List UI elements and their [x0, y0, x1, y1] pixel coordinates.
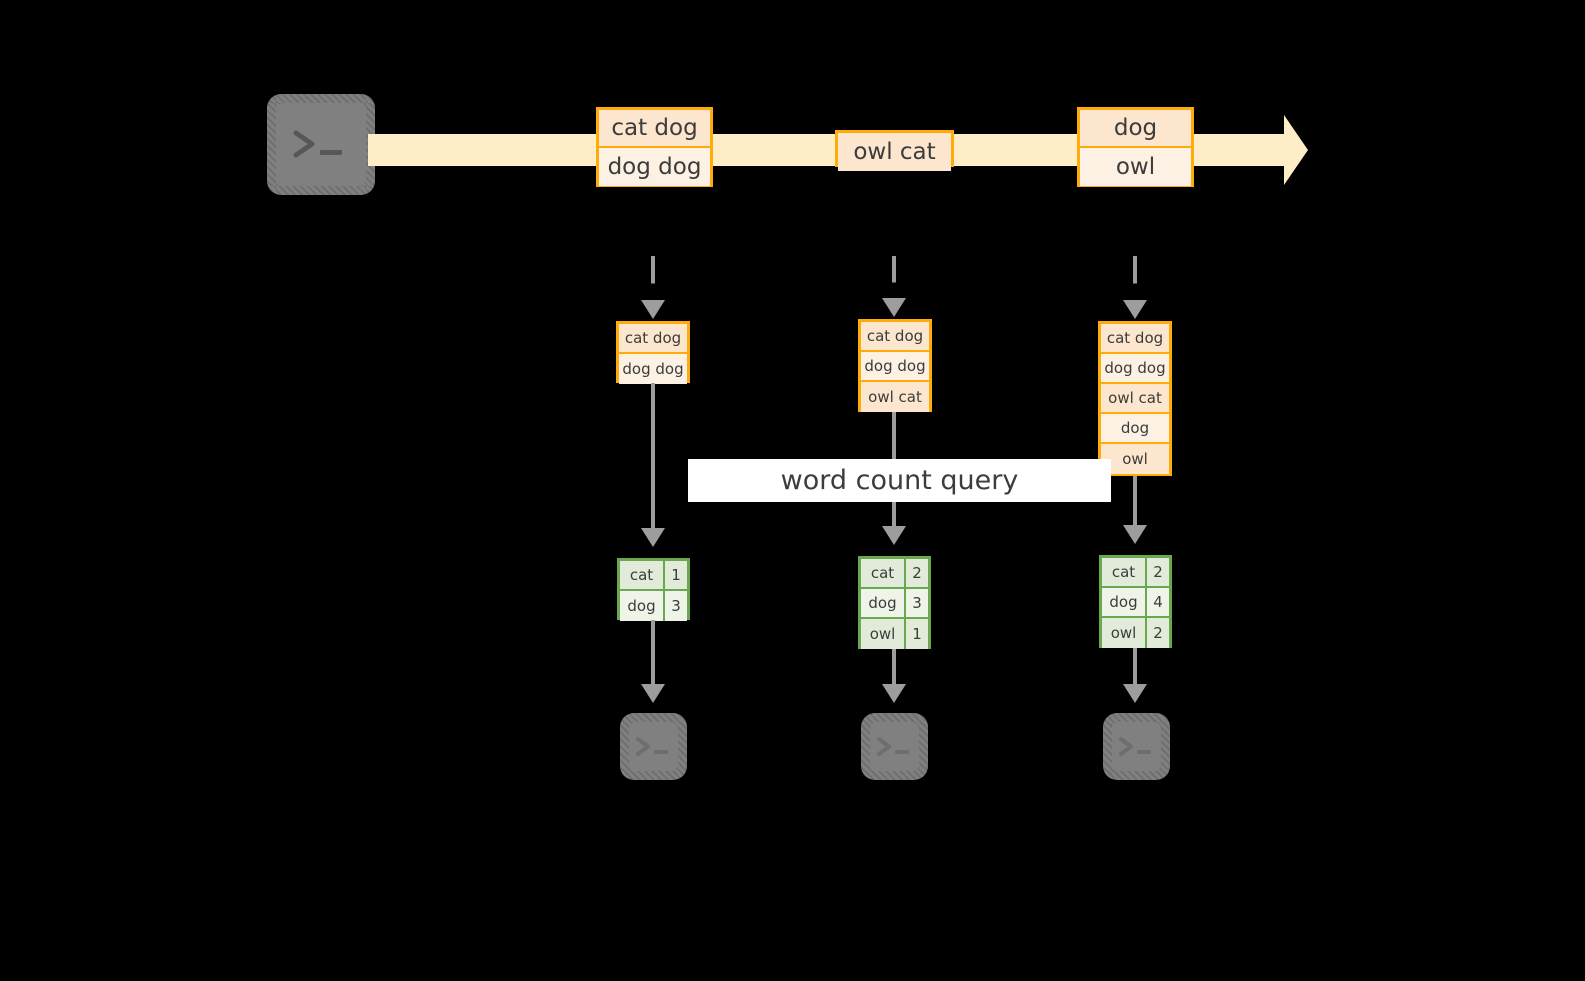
pipeline-1-sink-terminal-icon[interactable] — [620, 713, 687, 780]
result-word: owl — [861, 619, 906, 649]
stream-arrow-head-icon — [1284, 115, 1308, 185]
query-label: word count query — [688, 459, 1111, 502]
result-word: cat — [620, 561, 665, 589]
stream-source-terminal-icon[interactable] — [267, 94, 375, 195]
pipeline-3-input-table[interactable]: cat dog dog dog owl cat dog owl — [1098, 321, 1172, 476]
terminal-body — [1112, 722, 1161, 771]
pipeline-2-feed-arrow-icon — [882, 298, 906, 317]
terminal-prompt-icon — [1112, 722, 1161, 771]
pipeline-1-feed-line — [651, 256, 655, 302]
terminal-body — [629, 722, 678, 771]
pipeline-1-input-record: cat dog — [619, 324, 687, 354]
result-count: 2 — [1147, 558, 1169, 586]
terminal-body — [870, 722, 919, 771]
pipeline-2-sink-arrow-icon — [882, 684, 906, 703]
pipeline-2-input-table[interactable]: cat dog dog dog owl cat — [858, 319, 932, 412]
pipeline-1-feed-arrow-icon — [641, 300, 665, 319]
pipeline-3-query-arrow-icon — [1123, 525, 1147, 544]
pipeline-3-query-line — [1133, 476, 1137, 529]
terminal-prompt-icon — [276, 103, 366, 186]
result-count: 1 — [906, 619, 928, 649]
stream-record: dog — [1080, 110, 1191, 148]
result-row: owl 2 — [1102, 618, 1169, 648]
terminal-body — [276, 103, 366, 186]
pipeline-3-input-record: cat dog — [1101, 324, 1169, 354]
pipeline-1-query-line — [651, 383, 655, 531]
pipeline-3-input-record: owl — [1101, 444, 1169, 474]
pipeline-2-result-table[interactable]: cat 2 dog 3 owl 1 — [858, 556, 931, 649]
pipeline-1-input-record: dog dog — [619, 354, 687, 384]
pipeline-3-sink-terminal-icon[interactable] — [1103, 713, 1170, 780]
pipeline-2-sink-terminal-icon[interactable] — [861, 713, 928, 780]
stream-record: owl cat — [838, 133, 951, 171]
pipeline-3-input-record: owl cat — [1101, 384, 1169, 414]
pipeline-2-input-record: owl cat — [861, 382, 929, 412]
pipeline-2-input-record: dog dog — [861, 352, 929, 382]
pipeline-3-sink-line — [1133, 648, 1137, 687]
pipeline-3-feed-arrow-icon — [1123, 300, 1147, 319]
pipeline-1-input-table[interactable]: cat dog dog dog — [616, 321, 690, 384]
result-row: cat 2 — [1102, 558, 1169, 588]
pipeline-3-input-record: dog dog — [1101, 354, 1169, 384]
result-word: dog — [620, 591, 665, 621]
pipeline-1-result-table[interactable]: cat 1 dog 3 — [617, 558, 690, 621]
result-word: owl — [1102, 618, 1147, 648]
result-count: 3 — [665, 591, 687, 621]
result-count: 1 — [665, 561, 687, 589]
pipeline-3-input-record: dog — [1101, 414, 1169, 444]
stream-group-1[interactable]: cat dog dog dog — [596, 107, 713, 187]
result-word: dog — [861, 589, 906, 617]
result-row: cat 1 — [620, 561, 687, 591]
stream-group-2[interactable]: owl cat — [835, 130, 954, 171]
result-row: dog 4 — [1102, 588, 1169, 618]
result-row: dog 3 — [861, 589, 928, 619]
result-count: 2 — [1147, 618, 1169, 648]
result-row: dog 3 — [620, 591, 687, 621]
pipeline-3-result-table[interactable]: cat 2 dog 4 owl 2 — [1099, 555, 1172, 648]
pipeline-2-query-arrow-icon — [882, 526, 906, 545]
pipeline-1-sink-line — [651, 620, 655, 687]
result-count: 4 — [1147, 588, 1169, 616]
result-word: cat — [1102, 558, 1147, 586]
result-row: owl 1 — [861, 619, 928, 649]
terminal-prompt-icon — [629, 722, 678, 771]
terminal-prompt-icon — [870, 722, 919, 771]
result-word: cat — [861, 559, 906, 587]
pipeline-1-query-arrow-icon — [641, 528, 665, 547]
stream-record: owl — [1080, 148, 1191, 186]
pipeline-3-sink-arrow-icon — [1123, 684, 1147, 703]
result-count: 2 — [906, 559, 928, 587]
result-row: cat 2 — [861, 559, 928, 589]
pipeline-3-feed-line — [1133, 256, 1137, 302]
result-count: 3 — [906, 589, 928, 617]
pipeline-1-sink-arrow-icon — [641, 684, 665, 703]
stream-record: cat dog — [599, 110, 710, 148]
pipeline-2-sink-line — [892, 649, 896, 687]
pipeline-2-feed-line — [892, 256, 896, 300]
stream-record: dog dog — [599, 148, 710, 186]
stream-group-3[interactable]: dog owl — [1077, 107, 1194, 187]
pipeline-2-input-record: cat dog — [861, 322, 929, 352]
result-word: dog — [1102, 588, 1147, 616]
